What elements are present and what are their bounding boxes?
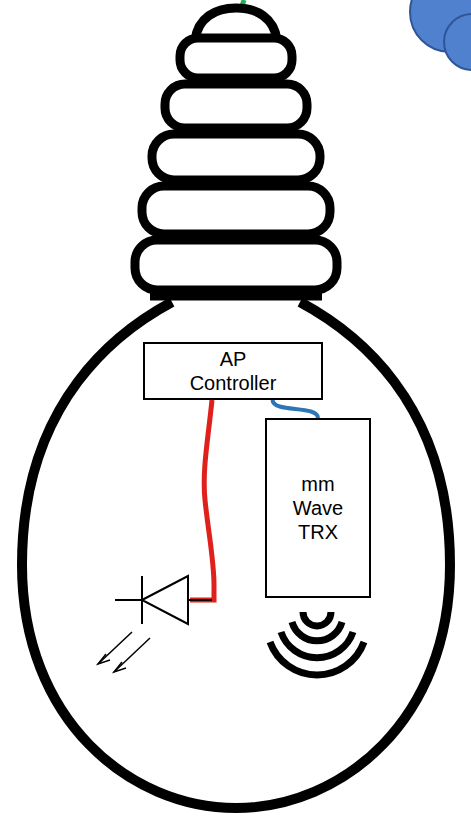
light-emission-arrows (98, 632, 150, 672)
screw-base (135, 8, 337, 296)
blue-wire (273, 400, 318, 418)
node-label: mm Wave TRX (287, 472, 349, 544)
red-wire (190, 400, 214, 600)
bulb-globe (22, 302, 450, 808)
node-label: AP Controller (183, 347, 283, 395)
text-stack: AP Controller (183, 347, 283, 395)
radio-waves-symbol (270, 612, 364, 675)
controller-box: AP Controller (143, 342, 323, 400)
cloud-shape (410, 0, 471, 70)
led-diode-symbol (115, 576, 212, 624)
transceiver-box: mm Wave TRX (265, 418, 371, 598)
text-stack: mm Wave TRX (287, 472, 349, 544)
